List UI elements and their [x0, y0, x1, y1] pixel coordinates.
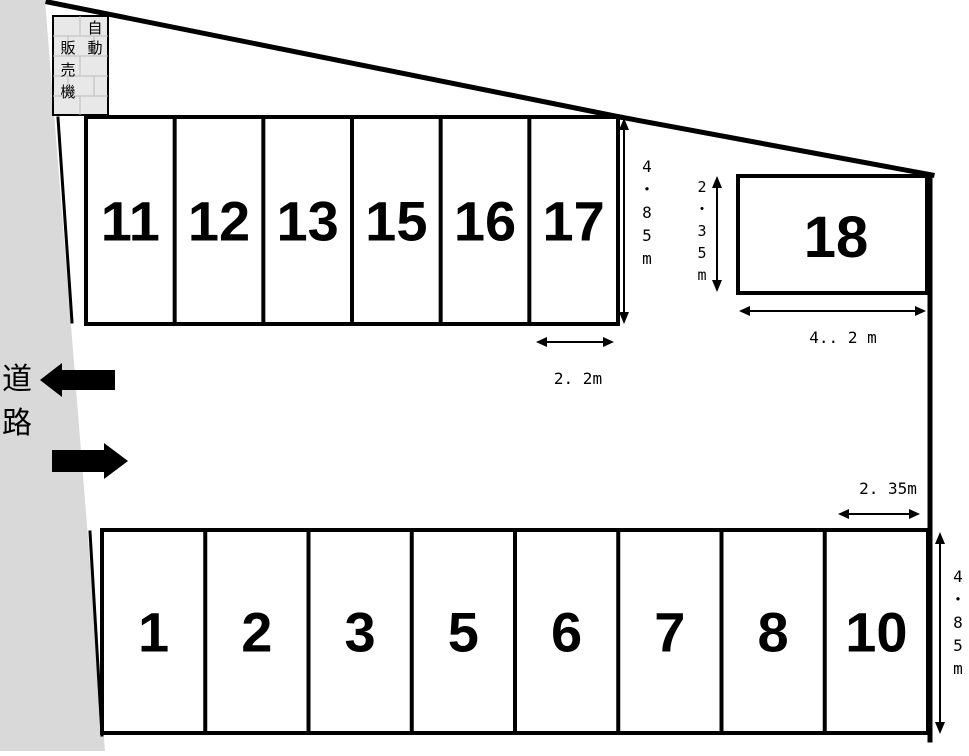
bottom-row-stall-number: 1 [138, 601, 169, 664]
bottom-row-stall-number: 6 [551, 601, 582, 664]
bottom-row-stalls: 1 2 3 5 6 7 8 10 [100, 528, 930, 735]
vending-label-char: 動 [87, 39, 102, 57]
road-label: 道 路 [2, 362, 32, 441]
stall-18-depth-dimension: 2 ・ 3 5 m [694, 176, 722, 292]
top-row-stall-number: 13 [277, 190, 339, 253]
road-label-char: 道 [2, 362, 32, 397]
top-row-stall-number: 11 [101, 190, 160, 253]
vending-label-char: 自 [87, 19, 102, 37]
top-width-label: 2. 2m [554, 369, 602, 388]
vending-label-char: 販 [60, 39, 75, 57]
vending-label-char: 売 [60, 61, 75, 79]
depth-label-char: 8 [953, 613, 963, 632]
depth-label-char: ・ [639, 180, 655, 199]
depth-label-char: ・ [950, 590, 966, 609]
vending-label-char: 機 [60, 83, 75, 101]
depth-label-char: 8 [642, 203, 652, 222]
stall-18-number: 18 [804, 205, 869, 270]
bottom-row-stall-number: 5 [448, 601, 479, 664]
vending-machine: 自 動 販 売 機 [52, 15, 109, 116]
depth-label-char: 5 [697, 244, 706, 262]
top-width-dimension: 2. 2m [536, 337, 614, 388]
bottom-row-stall-number: 2 [241, 601, 272, 664]
top-row-stall-number: 16 [454, 190, 516, 253]
top-row-stall-number: 12 [188, 190, 250, 253]
depth-label-char: 4 [642, 157, 652, 176]
depth-label-char: 3 [697, 222, 706, 240]
bottom-row-stall-number: 3 [345, 601, 376, 664]
top-row-stalls: 11 12 13 15 16 17 [84, 115, 620, 326]
depth-label-char: 5 [642, 226, 652, 245]
bottom-depth-dimension: 4 ・ 8 5 m [935, 532, 966, 734]
arrow-right-icon [52, 443, 128, 479]
bottom-row-stall-number: 10 [845, 601, 907, 664]
bottom-row-stall-number: 7 [654, 601, 685, 664]
depth-label-char: ・ [694, 200, 709, 218]
stall-18-width-dimension: 4.. 2 m [739, 306, 926, 347]
depth-label-char: m [953, 659, 963, 678]
depth-label-char: m [697, 266, 706, 284]
arrow-left-icon [40, 363, 115, 397]
stall-18-width-label: 4.. 2 m [809, 328, 876, 347]
top-row-stall-number: 17 [543, 190, 605, 253]
bottom-row-stall-number: 8 [758, 601, 789, 664]
lot-boundary [45, 0, 935, 743]
top-depth-dimension: 4 ・ 8 5 m [619, 118, 655, 324]
bottom-row-labels: 1 2 3 5 6 7 8 10 [138, 601, 907, 664]
stall-18-frame [736, 174, 929, 295]
top-row-labels: 11 12 13 15 16 17 [101, 190, 605, 253]
road-label-char: 路 [2, 406, 32, 441]
bottom-row-dividers [203, 530, 827, 733]
depth-label-char: 2 [697, 178, 706, 196]
depth-label-char: 5 [953, 636, 963, 655]
top-row-stall-number: 15 [365, 190, 427, 253]
bottom-width-label: 2. 35m [859, 479, 917, 498]
bottom-width-dimension: 2. 35m [838, 479, 920, 519]
brick-wall-icon [53, 16, 108, 115]
depth-label-char: 4 [953, 567, 963, 586]
stall-18: 18 [736, 174, 929, 295]
top-row-dividers [172, 117, 532, 324]
depth-label-char: m [642, 249, 652, 268]
